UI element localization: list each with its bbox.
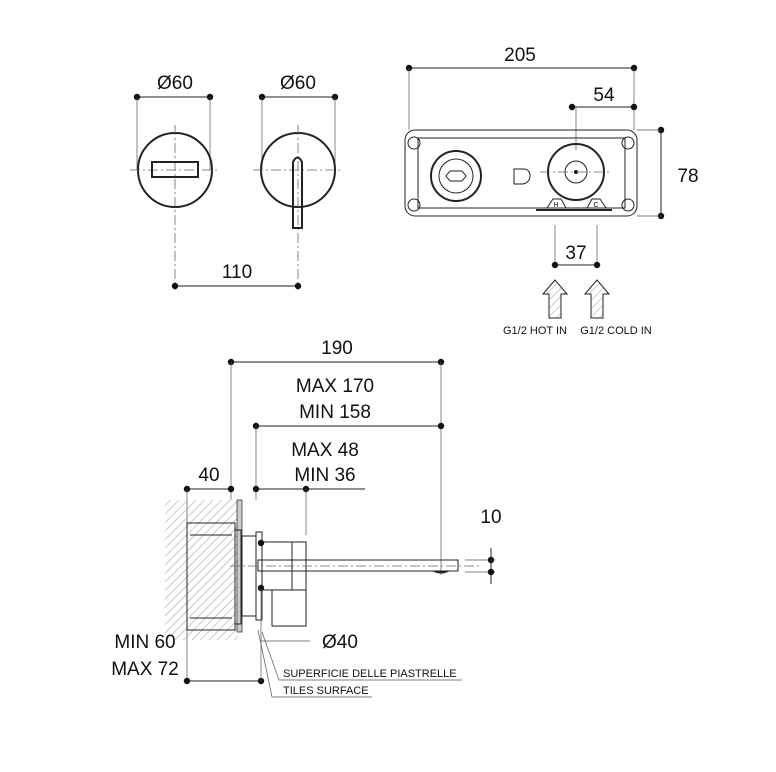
dim-height: 78 <box>677 166 698 187</box>
dim-body-min: MIN 36 <box>294 465 355 486</box>
cold-inlet-arrow-icon <box>583 279 611 319</box>
brand-logo <box>513 168 531 185</box>
spout <box>257 559 459 572</box>
cold-mark: C <box>593 202 598 209</box>
dim-embed-max: MAX 72 <box>111 659 179 680</box>
dim-spout-min: MIN 158 <box>299 402 371 423</box>
dim-inlet-spacing: 37 <box>565 243 586 264</box>
tiles-surface-label-it: SUPERFICIE DELLE PIASTRELLE <box>283 668 457 680</box>
dim-spacing: 110 <box>222 262 252 283</box>
hot-mark: H <box>553 202 558 209</box>
diverter-knob <box>151 161 199 178</box>
cold-inlet-label: G1/2 COLD IN <box>580 325 652 337</box>
front-view-mixer: Ø60 110 <box>171 73 343 290</box>
dim-rosette-diameter: Ø40 <box>322 632 358 653</box>
dim-offset: 54 <box>593 85 615 106</box>
dim-diameter-right: Ø60 <box>280 73 316 94</box>
dim-embed-min: MIN 60 <box>114 632 175 653</box>
side-view: 190 MAX 170 MIN 158 MAX 48 MIN 36 40 Ø40… <box>111 338 502 698</box>
dim-spout-max: MAX 170 <box>296 376 374 397</box>
dim-total-length: 190 <box>321 338 353 359</box>
hot-inlet-arrow-icon <box>541 279 569 319</box>
diverter-fitting <box>430 150 482 202</box>
dim-width: 205 <box>504 45 536 66</box>
front-view-diverter: Ø60 <box>130 73 220 290</box>
mixer-lever <box>292 156 303 229</box>
built-in-plate-view: 205 54 H C 78 37 G1/2 HOT IN G1/2 COLD I… <box>404 45 699 337</box>
wall-hatch <box>165 500 238 640</box>
mixer-lever-side <box>271 589 307 627</box>
dim-body-max: MAX 48 <box>291 440 359 461</box>
dim-spout-height: 10 <box>480 507 501 528</box>
dim-wall-depth: 40 <box>198 465 219 486</box>
dim-diameter-left: Ø60 <box>157 73 193 94</box>
hot-inlet-label: G1/2 HOT IN <box>503 325 567 337</box>
tiles-surface-label-en: TILES SURFACE <box>283 685 369 697</box>
